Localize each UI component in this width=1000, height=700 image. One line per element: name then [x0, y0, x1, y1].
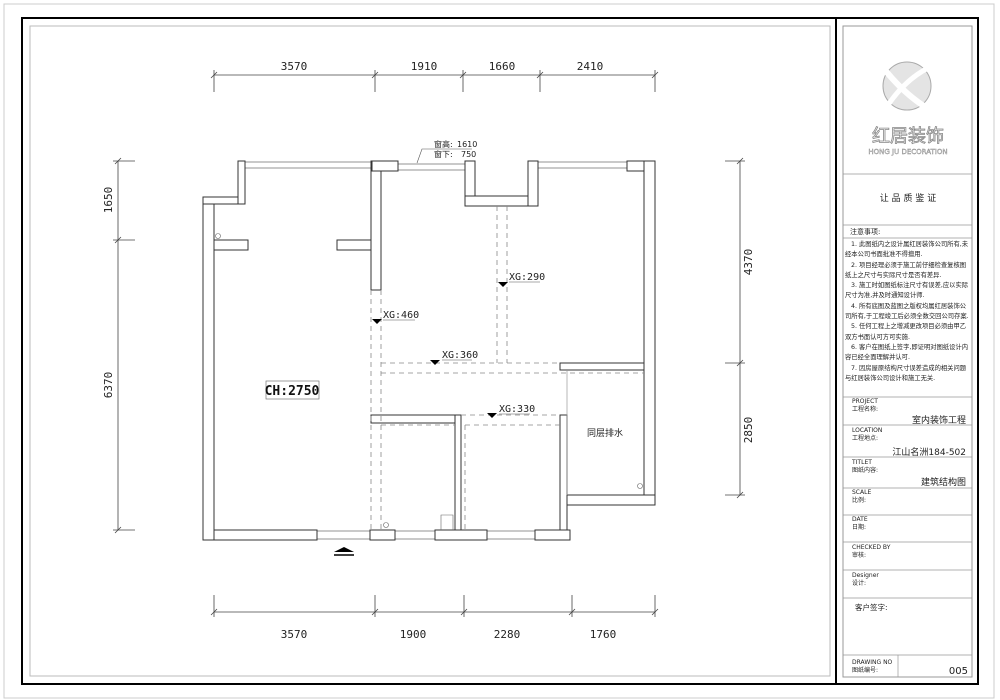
entrance-arrow-icon [334, 547, 354, 556]
dimension-labels: 3570 1910 1660 2410 3570 1900 2280 1760 … [102, 60, 755, 641]
date-label-en: DATE [852, 516, 868, 523]
beam-marker-icon [487, 413, 497, 418]
title-block-grid [843, 173, 972, 677]
dim-left-2: 6370 [102, 372, 115, 399]
logo-text-cn: 红居装饰 [872, 126, 944, 147]
window-sill-value: 750 [461, 150, 476, 159]
dim-top-4: 2410 [577, 60, 604, 73]
note-item: 3. 施工时如图纸标注尺寸有误差,应以实际尺寸为准,并及时通知设计师. [845, 282, 969, 300]
scale-label-en: SCALE [852, 489, 871, 496]
beam-label-360: XG:360 [442, 350, 478, 361]
beam-labels: XG:460 XG:290 XG:360 XG:330 [383, 272, 545, 415]
dimension-tick [459, 71, 467, 79]
checked-label-en: CHECKED BY [852, 544, 891, 551]
drain-icon [637, 483, 643, 489]
date-label-cn: 日期: [852, 523, 866, 531]
window-height-value: 1610 [457, 140, 477, 149]
note-item: 1. 此图纸内之设计属红居装饰公司所有,未经本公司书面批准不得擅用. [845, 241, 969, 259]
dim-right-1: 4370 [742, 249, 755, 276]
notes-list: 1. 此图纸内之设计属红居装饰公司所有,未经本公司书面批准不得擅用. 2. 项目… [845, 240, 971, 384]
dimension-lines [113, 70, 745, 617]
note-item: 6. 客户在图纸上签字,即证明对图纸设计内容已经全面理解并认可. [845, 343, 969, 362]
ceiling-height-box [265, 380, 320, 400]
drawing-area-frame [29, 25, 831, 677]
window-sill-label: 窗下: [434, 149, 453, 159]
dim-top-2: 1910 [411, 60, 438, 73]
note-item: 2. 项目经理必须于施工前仔细检查复核图纸上之尺寸与实际尺寸是否有差异. [845, 261, 967, 279]
ceiling-height-label: CH:2750 [265, 384, 320, 399]
drain-icon [215, 233, 221, 239]
title-label-en: TITLET [851, 459, 872, 466]
project-label-en: PROJECT [852, 398, 878, 405]
note-item: 5. 任何工程上之增减更改项目必须由甲乙双方书面认可方可实施. [845, 323, 967, 341]
dimension-tick [536, 71, 544, 79]
dim-left-1: 1650 [102, 187, 115, 214]
title-value: 建筑结构图 [921, 476, 966, 488]
designer-label-cn: 设计: [852, 579, 866, 587]
designer-label-en: Designer [852, 572, 879, 579]
dimension-tick [210, 608, 218, 616]
dim-top-3: 1660 [489, 60, 516, 73]
beam-label-330: XG:330 [499, 404, 535, 415]
slogan: 让 品 质 鉴 证 [880, 192, 936, 204]
notes-title: 注意事项: [850, 227, 880, 236]
windows [244, 161, 628, 540]
beam-label-460: XG:460 [383, 310, 419, 321]
dimension-tick [651, 608, 659, 616]
beam-marker-icon [372, 319, 382, 324]
dim-top-1: 3570 [281, 60, 308, 73]
dim-right-2: 2850 [742, 417, 755, 444]
beam-marker-icon [430, 360, 440, 365]
drawing-no-label-en: DRAWING NO [852, 659, 893, 666]
title-block-frame [842, 25, 973, 678]
company-logo: 红居装饰 HONG JU DECORATION [868, 61, 948, 156]
location-label-en: LOCATION [852, 427, 882, 434]
dimension-tick [114, 236, 122, 244]
dimension-tick [210, 71, 218, 79]
dimension-tick [114, 526, 122, 534]
dimension-tick [651, 71, 659, 79]
sheet-frame [21, 17, 979, 685]
dimension-tick [736, 491, 744, 499]
scale-label-cn: 比例: [852, 496, 866, 504]
client-signature-label: 客户签字: [855, 602, 888, 612]
dim-bottom-2: 1900 [400, 628, 427, 641]
drawing-no-label-cn: 图纸编号: [852, 666, 878, 674]
dimension-tick [736, 157, 744, 165]
window-note: 窗高: 1610 窗下: 750 [416, 139, 477, 164]
drawing-no-value: 005 [949, 666, 968, 677]
page-border [3, 3, 995, 699]
beam-marker-icon [498, 282, 508, 287]
location-label-cn: 工程地点: [852, 434, 878, 442]
dimension-tick [371, 71, 379, 79]
project-label-cn: 工程名称: [852, 405, 878, 413]
note-item: 7. 因房屋原结构尺寸误差造成的相关问题与红居装饰公司设计和施工无关. [845, 364, 967, 382]
beam-label-290: XG:290 [509, 272, 545, 283]
drain-icon [383, 522, 389, 528]
checked-label-cn: 审核: [852, 551, 866, 559]
beam-lines [370, 206, 644, 530]
window-height-label: 窗高: [434, 139, 453, 149]
dimension-tick [460, 608, 468, 616]
project-value: 室内装饰工程 [912, 414, 966, 426]
walls [202, 160, 656, 541]
location-value: 江山名洲184-502 [892, 446, 966, 458]
drainage-room-label: 同层排水 [587, 427, 623, 439]
title-label-cn: 图纸内容: [852, 466, 878, 474]
beam-markers [372, 282, 508, 418]
dimension-tick [371, 608, 379, 616]
dimension-tick [568, 608, 576, 616]
dim-bottom-1: 3570 [281, 628, 308, 641]
shaft-icon [440, 514, 454, 530]
dim-bottom-3: 2280 [494, 628, 521, 641]
note-item: 4. 所有底图及蓝图之版权均属红居装饰公司所有,于工程竣工后必须全数交回公司存案… [845, 302, 969, 321]
logo-text-en: HONG JU DECORATION [868, 148, 947, 156]
dimension-tick [114, 157, 122, 165]
dim-bottom-4: 1760 [590, 628, 617, 641]
dimension-tick [736, 359, 744, 367]
